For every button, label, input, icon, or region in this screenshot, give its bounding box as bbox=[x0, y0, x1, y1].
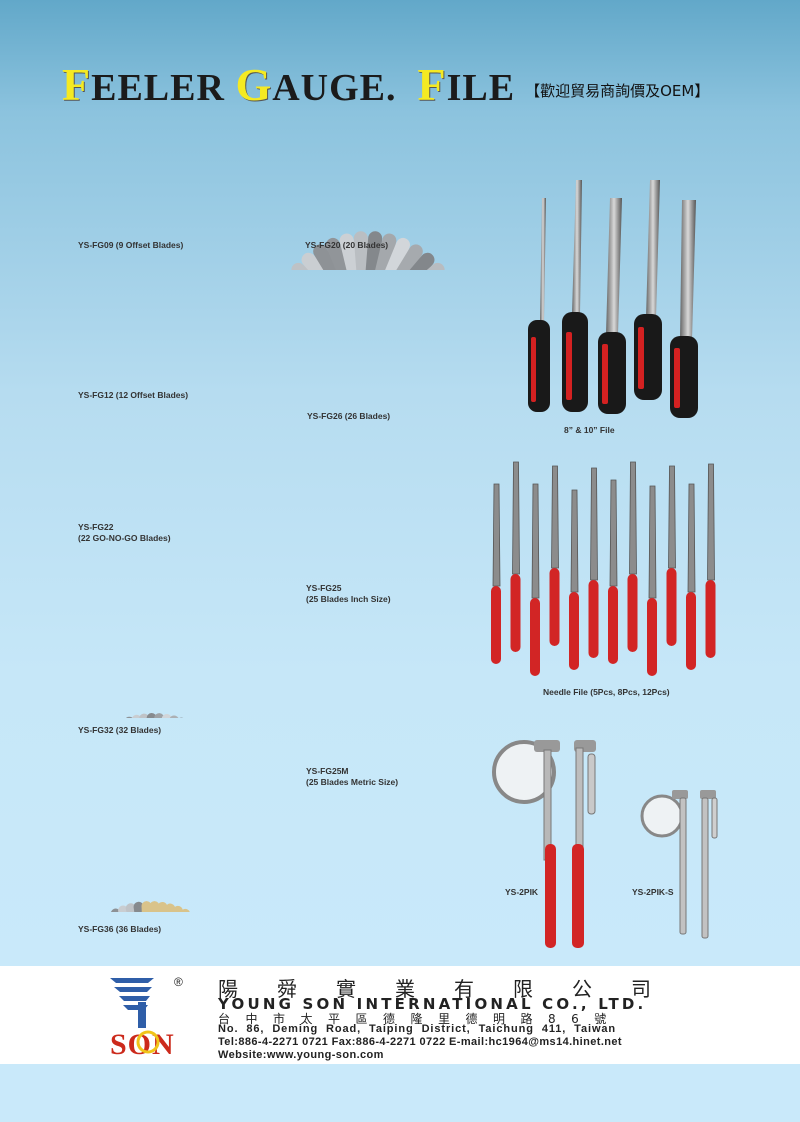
needle-file-blade bbox=[629, 461, 637, 575]
needle-file-handle bbox=[549, 568, 560, 646]
inspection-mirror-2pik-s-image bbox=[640, 790, 718, 939]
needle-file-handle bbox=[686, 592, 696, 670]
gauge-blade bbox=[353, 231, 371, 270]
gauge-blade bbox=[365, 231, 383, 270]
fg36-label: YS-FG36 (36 Blades) bbox=[78, 924, 162, 934]
gauge-blade bbox=[396, 244, 423, 270]
feeler-gauge-fg12-image bbox=[70, 282, 260, 392]
needle-file-blade bbox=[648, 485, 657, 599]
fg25-label: YS-FG25(25 Blades Inch Size) bbox=[306, 583, 391, 605]
fg09-label: YS-FG09 (9 Offset Blades) bbox=[78, 240, 184, 250]
needle-file-blade bbox=[492, 483, 501, 587]
title-initial-g: G bbox=[235, 59, 273, 110]
fg20-label: YS-FG20 (20 Blades) bbox=[305, 240, 389, 250]
needle-file-handle bbox=[491, 586, 501, 664]
company-address-en: No. 86, Deming Road, Taiping District, T… bbox=[218, 1023, 617, 1035]
needle-file-blade bbox=[551, 465, 559, 569]
feeler-gauge-fg36-image bbox=[110, 901, 190, 912]
needle-file-handle bbox=[666, 568, 677, 646]
file-3 bbox=[598, 198, 626, 414]
gauge-blade bbox=[375, 233, 397, 270]
needle-file-handle bbox=[588, 580, 599, 658]
needle-file-handle bbox=[608, 586, 618, 664]
file-4 bbox=[634, 180, 662, 400]
company-address-cn: 台中市太平區德隆里德明路86號 bbox=[218, 1012, 622, 1026]
needle-file-handle bbox=[530, 598, 540, 676]
file-2 bbox=[562, 180, 588, 412]
needle-file-label: Needle File (5Pcs, 8Pcs, 12Pcs) bbox=[543, 687, 670, 697]
title-word: AUGE. bbox=[272, 67, 397, 109]
fg25m-label: YS-FG25M(25 Blades Metric Size) bbox=[306, 766, 398, 788]
company-logo: ® SON bbox=[110, 975, 183, 1058]
needle-file-blade bbox=[590, 467, 598, 581]
title-word: ILE bbox=[446, 67, 516, 109]
needle-file-blade bbox=[609, 479, 618, 587]
file-5 bbox=[670, 200, 698, 418]
title-initial-f: F bbox=[417, 59, 447, 110]
title-word: EELER bbox=[91, 67, 236, 109]
fg22-desc: (22 GO-NO-GO Blades) bbox=[78, 533, 171, 543]
needle-file-handle bbox=[569, 592, 579, 670]
needle-file-blade bbox=[687, 483, 696, 593]
company-contact: Tel:886-4-2271 0721 Fax:886-4-2271 0722 … bbox=[218, 1036, 622, 1048]
pik-s-label: YS-2PIK-S bbox=[632, 887, 674, 897]
hand-files-image bbox=[528, 180, 698, 418]
gauge-blade bbox=[149, 901, 160, 912]
inspection-mirror-2pik-image bbox=[492, 740, 596, 948]
company-website: Website:www.young-son.com bbox=[218, 1049, 384, 1061]
gauge-blade bbox=[313, 244, 340, 270]
gauge-blade bbox=[325, 237, 351, 270]
fg12-label: YS-FG12 (12 Offset Blades) bbox=[78, 390, 189, 400]
fg25m-desc: (25 Blades Metric Size) bbox=[306, 777, 399, 787]
fg32-label: YS-FG32 (32 Blades) bbox=[78, 725, 162, 735]
feeler-gauge-fg32-image bbox=[125, 713, 184, 718]
needle-file-handle bbox=[705, 580, 716, 658]
feeler-gauge-fg20-image bbox=[291, 231, 445, 270]
fg25-model: YS-FG25 bbox=[306, 583, 342, 593]
needle-file-blade bbox=[512, 461, 520, 575]
gauge-blade bbox=[339, 233, 361, 270]
needle-files-image bbox=[491, 461, 716, 676]
needle-file-blade bbox=[570, 489, 579, 593]
company-name-en: YOUNG SON INTERNATIONAL CO., LTD. bbox=[218, 995, 647, 1013]
fg22-label: YS-FG22(22 GO-NO-GO Blades) bbox=[78, 522, 171, 544]
feeler-gauge-fg09-image bbox=[70, 128, 260, 238]
page-subtitle: 【歡迎貿易商詢價及OEM】 bbox=[525, 82, 710, 100]
title-initial-f: F bbox=[62, 59, 92, 110]
needle-file-blade bbox=[531, 483, 540, 599]
gauge-blade bbox=[385, 237, 411, 270]
fg26-label: YS-FG26 (26 Blades) bbox=[307, 411, 391, 421]
registered-mark: ® bbox=[174, 975, 183, 989]
fg22-model: YS-FG22 bbox=[78, 522, 114, 532]
needle-file-handle bbox=[510, 574, 521, 652]
needle-file-handle bbox=[627, 574, 638, 652]
fg25m-model: YS-FG25M bbox=[306, 766, 349, 776]
needle-file-blade bbox=[707, 463, 715, 581]
needle-file-handle bbox=[647, 598, 657, 676]
needle-file-blade bbox=[668, 465, 676, 569]
footer-band bbox=[0, 1064, 800, 1122]
pik-label: YS-2PIK bbox=[505, 887, 539, 897]
page-title: FEELER GAUGE. FILE【歡迎貿易商詢價及OEM】 bbox=[62, 58, 710, 110]
file-1 bbox=[528, 198, 550, 412]
file-label: 8” & 10” File bbox=[564, 425, 615, 435]
fg25-desc: (25 Blades Inch Size) bbox=[306, 594, 391, 604]
feeler-gauge-fg26-image bbox=[294, 298, 459, 428]
company-name-cn: 陽舜實業有限公司 bbox=[218, 977, 690, 1001]
